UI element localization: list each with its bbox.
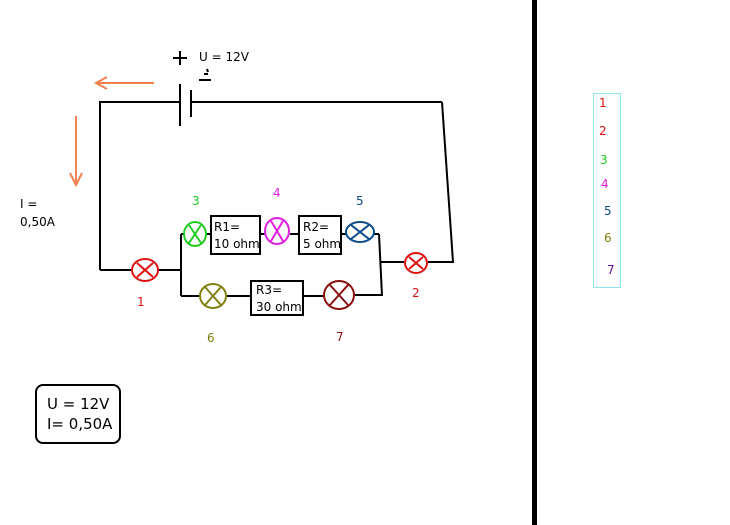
- resistor-r3-value: 30 ohm: [256, 300, 302, 314]
- resistor-r2: R2= 5 ohm: [298, 215, 342, 255]
- lamp-1-label: 1: [137, 295, 145, 309]
- legend-item-3: 3: [600, 153, 608, 167]
- resistor-r2-name: R2=: [303, 220, 329, 234]
- resistor-r3: R3= 30 ohm: [250, 280, 304, 316]
- lamp-2-label: 2: [412, 286, 420, 300]
- current-label-line1: I =: [20, 197, 38, 211]
- resistor-r1: R1= 10 ohm: [210, 215, 261, 255]
- arrow-down-icon: [69, 116, 83, 188]
- plus-icon: [173, 51, 187, 65]
- resistor-r1-value: 10 ohm: [214, 237, 260, 251]
- legend-item-4: 4: [601, 177, 609, 191]
- lamp-2: [404, 252, 428, 274]
- lamp-3: [183, 221, 207, 247]
- wire-top-left: [99, 101, 180, 270]
- lamp-6: [199, 283, 227, 309]
- lamp-4-label: 4: [273, 186, 281, 200]
- legend-item-6: 6: [604, 231, 612, 245]
- current-label: I = 0,50A: [20, 195, 80, 231]
- summary-voltage: U = 12V: [47, 395, 110, 413]
- resistor-r1-name: R1=: [214, 220, 240, 234]
- current-label-line2: 0,50A: [20, 215, 55, 229]
- legend-item-2: 2: [599, 124, 607, 138]
- circuit-wires: [99, 101, 455, 297]
- lamp-5: [345, 221, 375, 243]
- summary-current: I= 0,50A: [47, 415, 113, 433]
- lamp-4: [264, 217, 290, 245]
- legend-item-1: 1: [599, 96, 607, 110]
- legend-item-5: 5: [604, 204, 612, 218]
- wire-right-side: [428, 101, 455, 263]
- wire-right-node: [378, 233, 383, 297]
- legend-item-7: 7: [607, 263, 615, 277]
- lamp-5-label: 5: [356, 194, 364, 208]
- lamp-7-label: 7: [336, 330, 344, 344]
- lamp-6-label: 6: [207, 331, 215, 345]
- lamp-7: [323, 280, 355, 310]
- lamp-1: [131, 258, 159, 282]
- lamp-3-label: 3: [192, 194, 200, 208]
- summary-box: U = 12V I= 0,50A: [35, 384, 121, 444]
- current-direction-arrows: [69, 76, 154, 188]
- arrow-left-icon: [93, 76, 154, 90]
- battery-symbol: [179, 84, 192, 126]
- minus-icon: [199, 68, 211, 81]
- resistor-r2-value: 5 ohm: [303, 237, 341, 251]
- battery-voltage-label: U = 12V: [199, 50, 250, 64]
- resistor-r3-name: R3=: [256, 283, 282, 297]
- lamp-legend: [593, 93, 621, 288]
- vertical-divider: [532, 0, 537, 525]
